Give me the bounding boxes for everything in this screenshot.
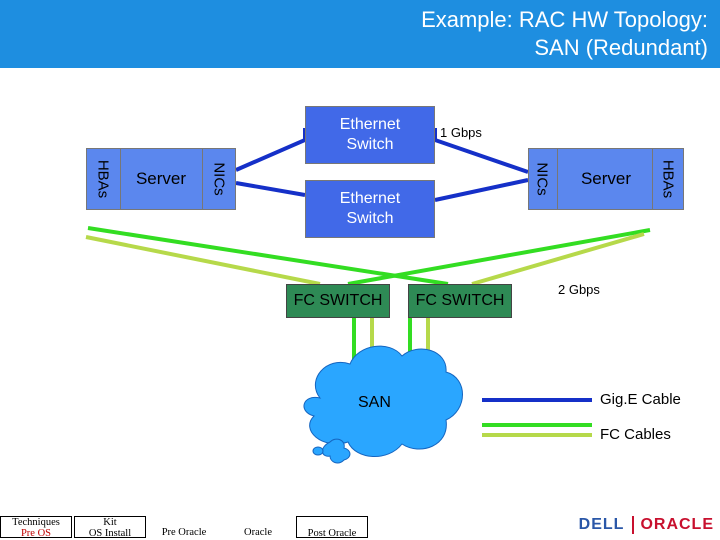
- footer-item-post-oracle-line2: Post Oracle: [307, 528, 357, 539]
- server-left-label: Server: [135, 169, 187, 188]
- fc-switch-left-label: FC SWITCH: [293, 292, 383, 309]
- brand-logos: DELL ORACLE: [579, 516, 714, 534]
- footer-item-techniques[interactable]: Techniques Pre OS: [0, 516, 72, 539]
- oracle-logo: ORACLE: [632, 516, 714, 534]
- server-right-nic-divider: [557, 148, 558, 210]
- server-right-hbas-label: HBAs: [659, 159, 677, 199]
- fc-legend-label: FC Cables: [600, 426, 671, 443]
- fc-cable-left-server-to-right-switch: [87, 226, 449, 286]
- server-left-nic-divider: [202, 148, 203, 210]
- footer-item-pre-oracle-line1: [148, 516, 220, 527]
- footer-item-oracle-line2: Oracle: [244, 527, 272, 538]
- gige-legend-label: Gig.E Cable: [600, 391, 681, 408]
- footer-item-pre-oracle-line2: Pre Oracle: [161, 527, 207, 538]
- footer-item-kit-line2: OS Install: [88, 528, 132, 539]
- footer-item-kit[interactable]: Kit OS Install: [74, 516, 146, 539]
- title-line-1: Example: RAC HW Topology:: [421, 7, 708, 32]
- footer-item-post-oracle[interactable]: Post Oracle: [296, 516, 368, 539]
- gige-cable-right-top: [433, 128, 529, 174]
- gige-cable-right-bottom: [434, 178, 529, 202]
- footer-item-kit-line1: Kit: [103, 517, 117, 528]
- ethernet-speed-label: 1 Gbps: [440, 125, 482, 140]
- footer-item-pre-oracle[interactable]: Pre Oracle: [148, 516, 220, 538]
- ethernet-switch-top: Ethernet Switch: [305, 106, 435, 164]
- dell-logo: DELL: [578, 516, 625, 533]
- fc-speed-label: 2 Gbps: [558, 282, 600, 297]
- ethernet-switch-bottom: Ethernet Switch: [305, 180, 435, 238]
- gige-cable-left-top: [235, 128, 307, 172]
- gige-cable-left-bottom: [235, 181, 306, 197]
- fc-switch-left: FC SWITCH: [286, 284, 390, 318]
- server-right-hba-divider: [652, 148, 653, 210]
- footer-item-techniques-line1: Techniques: [12, 517, 60, 528]
- fc-switch-right-label: FC SWITCH: [415, 292, 505, 309]
- san-label: SAN: [358, 394, 391, 411]
- fc-cable-right-server-to-right-switch: [471, 232, 645, 286]
- server-left-hbas-label: HBAs: [94, 159, 112, 199]
- server-left-hba-divider: [120, 148, 121, 210]
- footer-item-post-oracle-line1: [297, 517, 367, 528]
- ethernet-switch-bottom-label: Ethernet Switch: [339, 190, 401, 227]
- server-left-nics-label: NICs: [210, 162, 228, 196]
- server-right-nics-label: NICs: [533, 162, 551, 196]
- title-banner: Example: RAC HW Topology: SAN (Redundant…: [0, 0, 720, 68]
- server-left: Server: [86, 148, 236, 210]
- fc-cable-left-server-to-left-switch: [85, 235, 321, 286]
- footer-item-oracle[interactable]: Oracle: [222, 516, 294, 538]
- san-cloud-puff: [312, 446, 324, 456]
- fc-switch-right: FC SWITCH: [408, 284, 512, 318]
- san-cloud-shape: [303, 345, 463, 457]
- ethernet-switch-top-label: Ethernet Switch: [339, 116, 401, 153]
- server-right-label: Server: [580, 169, 632, 188]
- fc-cable-right-server-to-left-switch: [347, 228, 651, 286]
- server-right: Server: [528, 148, 684, 210]
- title-line-2: SAN (Redundant): [534, 35, 708, 60]
- footer-item-techniques-line2: Pre OS: [20, 528, 52, 539]
- footer-nav: Techniques Pre OS Kit OS Install Pre Ora…: [0, 516, 368, 540]
- slide-title: Example: RAC HW Topology: SAN (Redundant…: [421, 6, 708, 62]
- san-cloud-tail: [322, 438, 351, 464]
- footer-item-oracle-line1: [222, 516, 294, 527]
